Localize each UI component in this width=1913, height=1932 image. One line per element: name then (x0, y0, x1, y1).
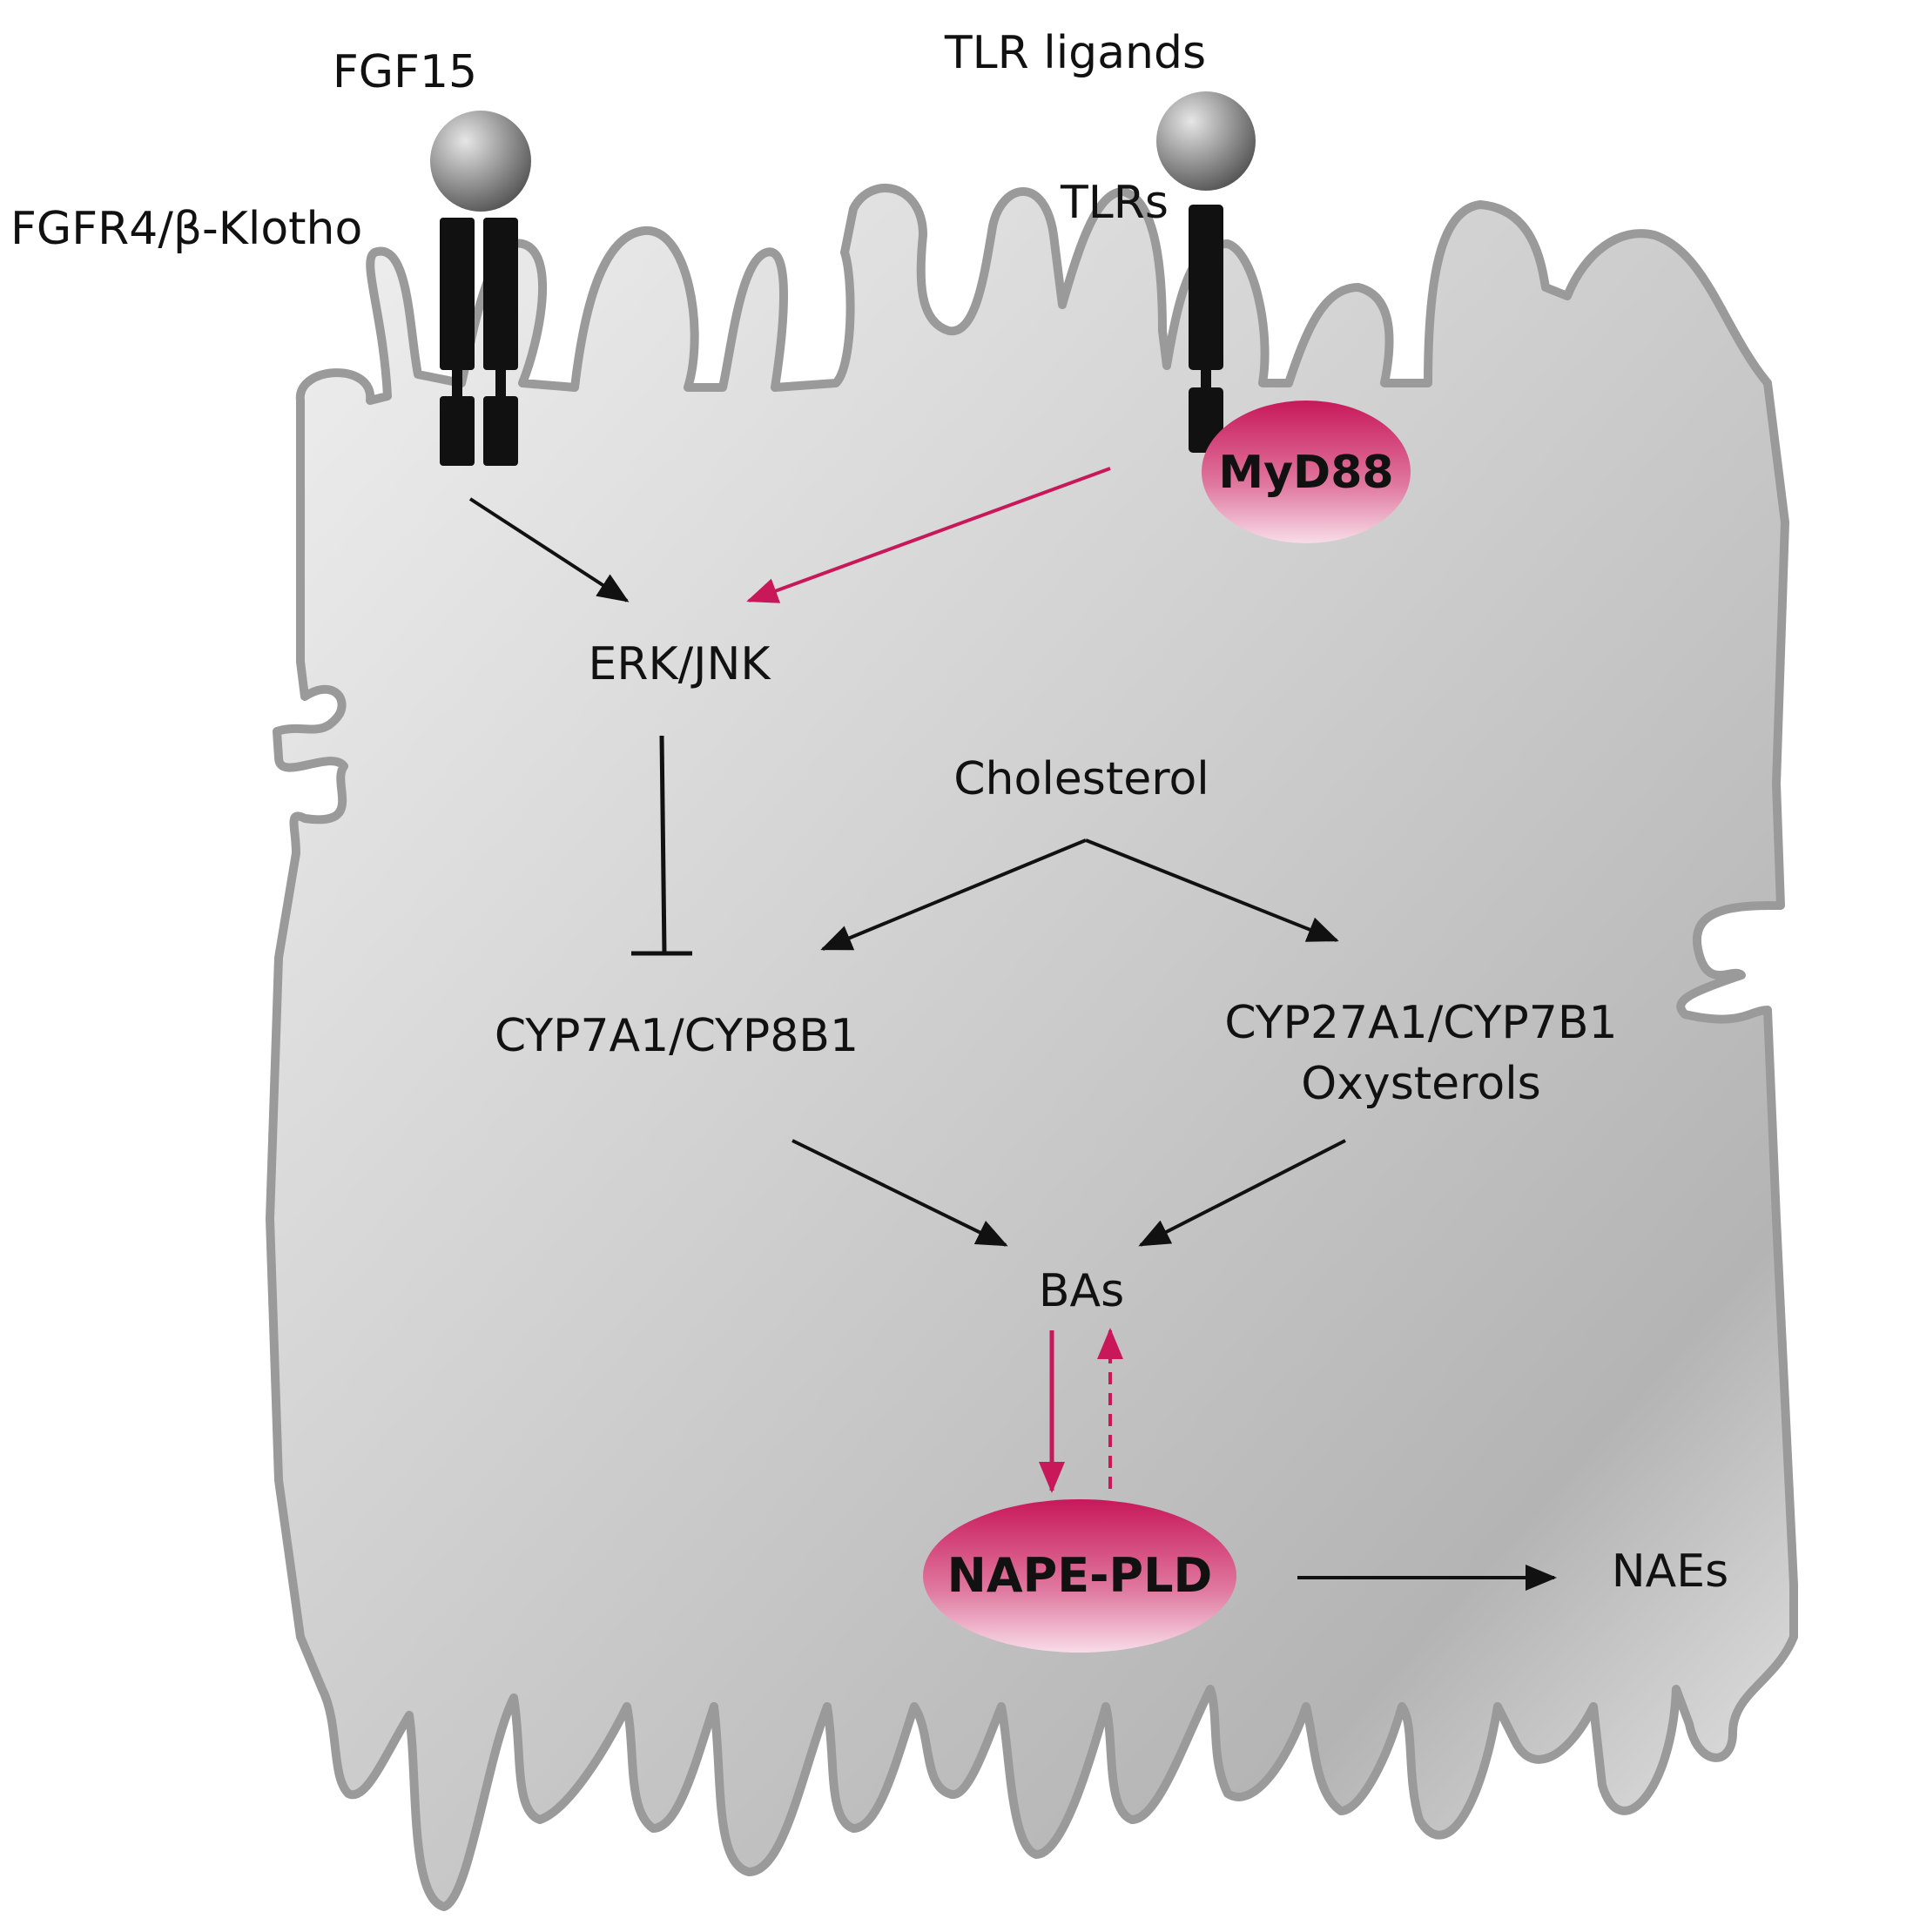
inhibition-erk-to-cyp7a1 (631, 735, 692, 956)
arrow-myd88-to-erk (746, 467, 1111, 603)
tlr-ligands-label: TLR ligands (944, 27, 1206, 79)
tlr-receptor-icon (1189, 205, 1223, 453)
cell-membrane (266, 184, 1798, 1911)
fgf15-label: FGF15 (333, 46, 477, 98)
myd88-ellipse (1202, 401, 1411, 543)
tlr-ligand-icon (1156, 91, 1256, 191)
bas-label: BAs (1039, 1265, 1124, 1317)
fgfr4-receptor-icon (440, 218, 518, 466)
nape-pld-ellipse (923, 1499, 1236, 1653)
naes-label: NAEs (1612, 1545, 1728, 1598)
cyp7a1-label: CYP7A1/CYP8B1 (495, 1010, 859, 1062)
cyp27a1-label: CYP27A1/CYP7B1 (1224, 997, 1617, 1049)
fgf15-ligand-icon (430, 111, 531, 212)
tlrs-label: TLRs (1060, 177, 1169, 229)
myd88-label: MyD88 (1218, 447, 1393, 499)
arrow-cyp7a1-to-bas (791, 1139, 1008, 1247)
arrow-cholesterol-to-cyp7a1 (820, 838, 1087, 951)
oxysterols-label: Oxysterols (1301, 1058, 1541, 1110)
nape-pld-label: NAPE-PLD (947, 1548, 1213, 1603)
arrow-cyp27a1-to-bas (1138, 1139, 1346, 1247)
arrow-cholesterol-to-cyp27a1 (1085, 838, 1339, 942)
erk-jnk-label: ERK/JNK (589, 638, 772, 690)
arrow-fgfr4-to-erk (468, 497, 630, 602)
cholesterol-label: Cholesterol (953, 753, 1209, 805)
fgfr4-label: FGFR4/β-Klotho (10, 203, 362, 255)
